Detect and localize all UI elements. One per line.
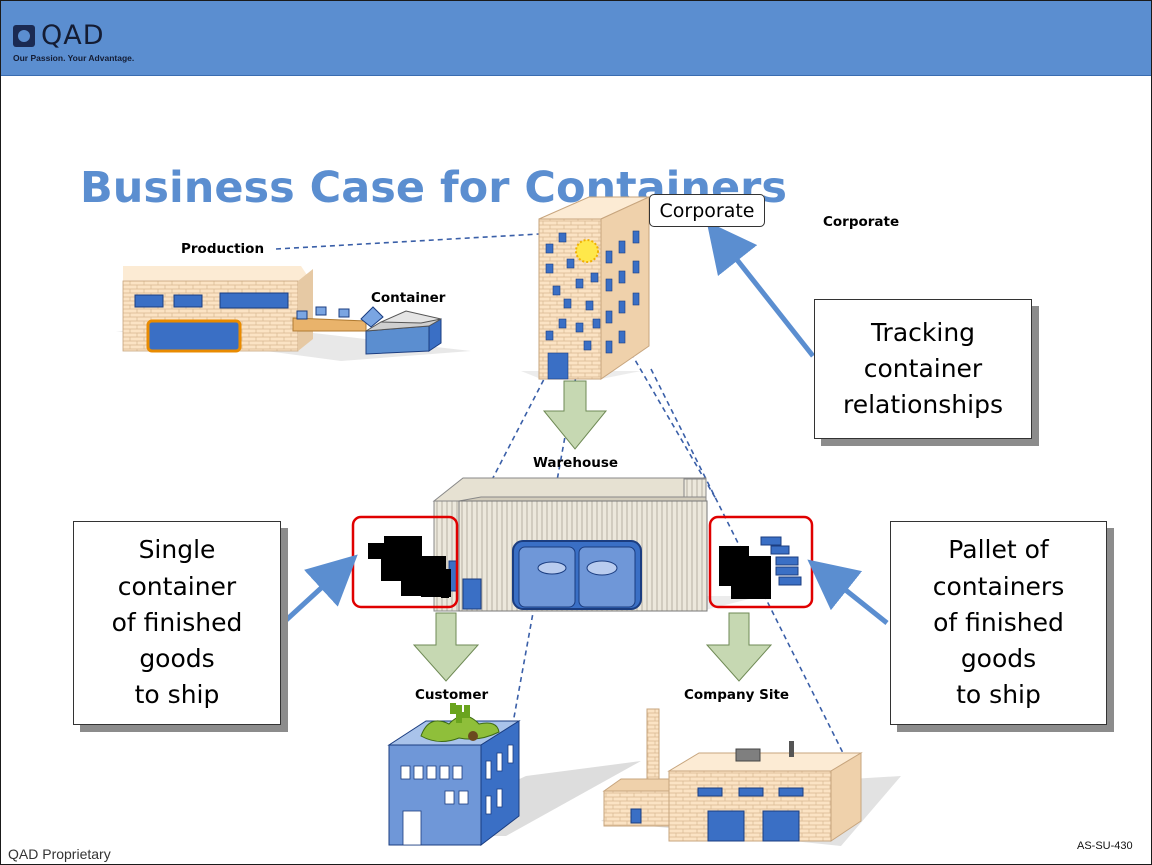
corporate-label: Corporate [823, 214, 900, 230]
company-site-building-icon [601, 708, 901, 846]
production-label: Production [181, 241, 265, 257]
customer-label: Customer [415, 687, 489, 703]
tracking-callout: Tracking container relationships [814, 299, 1032, 439]
footer-proprietary: QAD Proprietary [8, 846, 111, 862]
container-label: Container [371, 290, 446, 306]
single-container-cargo [368, 536, 451, 598]
warehouse-building-icon [432, 477, 761, 612]
container-box-icon [360, 306, 442, 355]
customer-building-icon [387, 703, 641, 847]
pallet-cargo [719, 536, 802, 599]
header-bar: QAD Our Passion. Your Advantage. [1, 1, 1151, 76]
logo-tagline: Our Passion. Your Advantage. [13, 53, 135, 63]
callout-pointer-arrows [281, 221, 889, 625]
corporate-box: Corporate [649, 194, 765, 227]
flow-arrows [412, 380, 773, 682]
footer-code: AS-SU-430 [1077, 840, 1133, 852]
logo-text: QAD [41, 20, 105, 51]
down-arrow-icon [705, 612, 773, 682]
pallet-pointer-arrow [807, 559, 889, 625]
production-building-icon [116, 266, 471, 361]
down-arrow-icon [542, 380, 608, 450]
corporate-building-icon [521, 196, 650, 380]
qad-logo-icon [13, 25, 35, 47]
pallet-callout: Pallet of containers of finished goods t… [890, 521, 1107, 725]
company-site-label: Company Site [684, 687, 790, 703]
tracking-pointer-arrow [706, 221, 815, 358]
single-pointer-arrow [281, 554, 358, 625]
down-arrow-icon [412, 612, 480, 682]
single-container-callout: Single container of finished goods to sh… [73, 521, 281, 725]
qad-logo: QAD Our Passion. Your Advantage. [13, 20, 183, 69]
warehouse-label: Warehouse [533, 455, 619, 471]
